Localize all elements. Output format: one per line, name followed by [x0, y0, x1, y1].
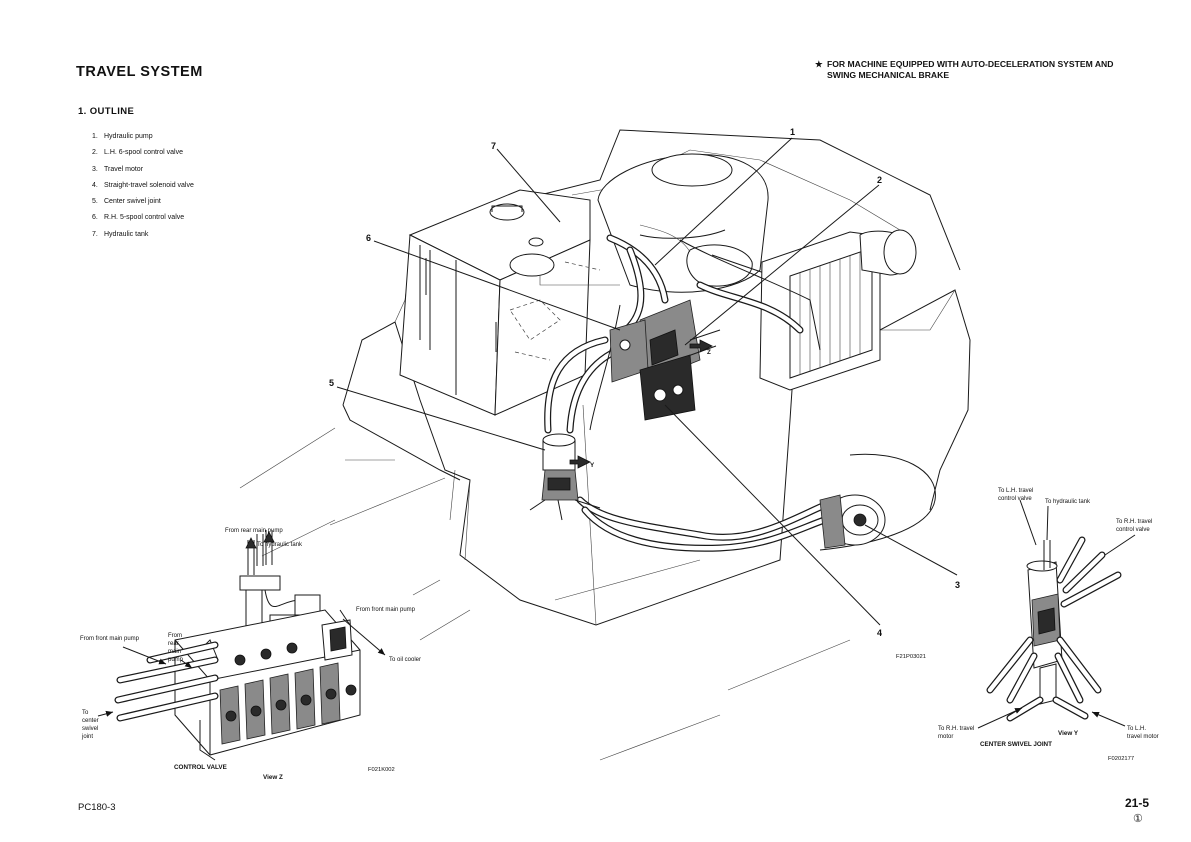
caption-center-swivel-joint: CENTER SWIVEL JOINT: [980, 741, 1052, 748]
list-item-number: 3.: [92, 165, 98, 173]
list-item-label: Straight-travel solenoid valve: [104, 181, 194, 189]
label-line: swivel: [82, 726, 98, 732]
component-list: 1. Hydraulic pump 2. L.H. 6-spool control …: [92, 133, 194, 247]
figure-id-view-z: F021K002: [368, 767, 395, 773]
label-line: To L.H.: [1127, 726, 1146, 732]
label-line: To: [82, 710, 89, 716]
caption-view-y: View Y: [1058, 730, 1079, 737]
list-item-label: Hydraulic pump: [104, 133, 153, 140]
callout-3: 3: [955, 580, 960, 590]
label-from-rear-main-pump-stack: From rear main pump: [168, 633, 184, 663]
label-line: rear: [168, 641, 179, 647]
view-z-arrow: [689, 339, 713, 353]
callout-1: 1: [790, 127, 795, 137]
label-line: From: [168, 633, 182, 639]
caption-view-z: View Z: [263, 774, 283, 781]
callout-6: 6: [366, 233, 371, 243]
label-to-hydraulic-tank-y: To hydraulic tank: [1045, 499, 1091, 505]
section-heading: 1. OUTLINE: [78, 106, 135, 117]
valve-spools: [219, 642, 357, 745]
list-item-label: L.H. 6-spool control valve: [104, 149, 183, 157]
list-item-label: Center swivel joint: [104, 198, 161, 206]
oil-cooler-fins: [799, 252, 861, 375]
label-to-hydraulic-tank-z: To hydraulic tank: [257, 542, 303, 548]
label-line: joint: [81, 734, 93, 740]
label-line: motor: [938, 734, 953, 740]
list-item-number: 6.: [92, 214, 98, 222]
callout-1-leader: [654, 137, 793, 266]
list-item: 2. L.H. 6-spool control valve: [92, 149, 194, 165]
label-to-lh-travel-motor: To L.H. travel motor: [1127, 726, 1159, 740]
callout-4: 4: [877, 628, 882, 638]
callout-2-leader: [684, 184, 880, 346]
callout-6-leader: [373, 240, 621, 331]
callout-7-leader: [496, 148, 561, 223]
revision-mark: ①: [1133, 813, 1143, 825]
list-item: 1. Hydraulic pump: [92, 133, 194, 149]
caption-control-valve: CONTROL VALVE: [174, 764, 227, 771]
list-item: 5. Center swivel joint: [92, 198, 194, 214]
label-from-rear-main-pump: From rear main pump: [225, 528, 283, 534]
view-y-swivel-joint-diagram: To L.H. travel control valve To hydrauli…: [938, 488, 1159, 762]
view-y-marker: Y: [590, 462, 595, 469]
main-excavator-diagram: Z Y 1 2 3 4 5 6 7 F21P03021: [239, 127, 971, 761]
label-line: pump: [168, 657, 184, 663]
label-to-rh-travel-motor: To R.H. travel motor: [938, 726, 974, 740]
list-item-number: 5.: [92, 198, 98, 206]
view-z-control-valve-diagram: From rear main pump To hydraulic tank Fr…: [80, 528, 421, 781]
label-line: control valve: [998, 496, 1032, 502]
note-line-1: FOR MACHINE EQUIPPED WITH AUTO-DECELERAT…: [827, 59, 1114, 69]
page-title: TRAVEL SYSTEM: [76, 64, 203, 80]
callout-7: 7: [491, 141, 496, 151]
list-item-label: R.H. 5-spool control valve: [104, 214, 185, 222]
list-item: 3. Travel motor: [92, 166, 194, 182]
list-item: 7. Hydraulic tank: [92, 231, 194, 247]
view-z-marker: Z: [707, 349, 711, 356]
list-item-label: Travel motor: [104, 165, 144, 173]
label-line: control valve: [1116, 527, 1150, 533]
note-text: FOR MACHINE EQUIPPED WITH AUTO-DECELERAT…: [827, 59, 1113, 80]
label-from-front-main-pump-right: From front main pump: [356, 607, 416, 613]
control-valve-stack: [609, 299, 721, 421]
label-line: To R.H. travel: [1116, 519, 1152, 525]
footer-model: PC180-3: [78, 802, 116, 813]
callout-5: 5: [329, 378, 334, 388]
figure-id-main: F21P03021: [896, 654, 926, 660]
list-item-label: Hydraulic tank: [104, 230, 149, 238]
label-to-center-swivel-joint: To center swivel joint: [81, 710, 99, 740]
view-y-arrow: [569, 455, 591, 469]
figure-id-view-y: F0202177: [1108, 756, 1134, 762]
label-line: travel motor: [1127, 734, 1159, 740]
callout-3-leader: [864, 524, 958, 576]
callout-5-leader: [336, 386, 546, 451]
callout-2: 2: [877, 175, 882, 185]
list-item-number: 2.: [92, 149, 98, 157]
center-swivel-joint: [529, 433, 601, 521]
list-item-number: 1.: [92, 133, 98, 140]
label-line: main: [168, 649, 181, 655]
note-line-2: SWING MECHANICAL BRAKE: [827, 69, 950, 80]
label-line: To L.H. travel: [998, 488, 1033, 494]
label-from-front-main-pump-left: From front main pump: [80, 636, 140, 642]
label-to-lh-travel-control-valve: To L.H. travel control valve: [998, 488, 1033, 502]
list-item-number: 4.: [92, 181, 98, 189]
page-number: 21-5: [1125, 796, 1150, 810]
list-item: 4. Straight-travel solenoid valve: [92, 182, 194, 198]
note-star-marker: ★: [815, 59, 823, 69]
list-item: 6. R.H. 5-spool control valve: [92, 214, 194, 230]
label-to-oil-cooler: To oil cooler: [389, 657, 421, 663]
label-line: center: [82, 718, 99, 724]
callout-4-leader: [664, 404, 881, 626]
label-to-rh-travel-control-valve: To R.H. travel control valve: [1116, 519, 1152, 533]
list-item-number: 7.: [92, 230, 98, 238]
label-line: To R.H. travel: [938, 726, 974, 732]
